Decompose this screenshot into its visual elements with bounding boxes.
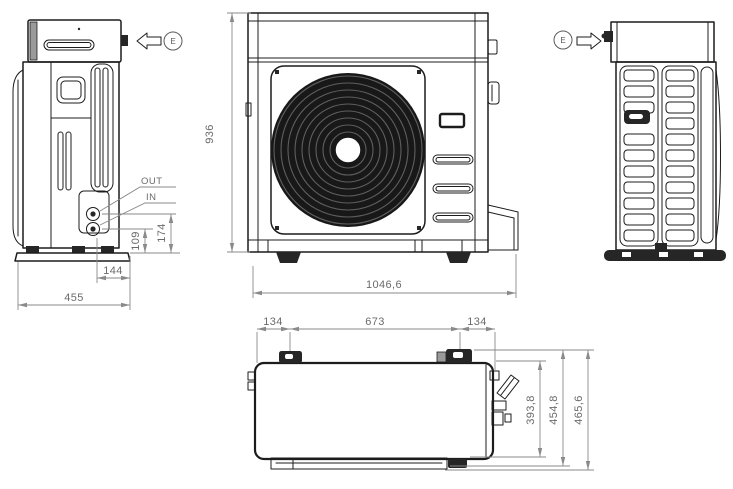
coil-curve [715,69,721,241]
clip [655,243,667,250]
mounting-foot [448,459,467,468]
view-direction-arrow-icon [576,32,602,50]
edge-clip [247,371,256,381]
pipe-stub [604,31,613,42]
left-view-dimensions: 455 144 109 174 [17,213,180,310]
dim-height: 936 [204,124,216,144]
dim-feet-depth: 454,8 [548,395,560,425]
pipe-connector-assembly [489,370,520,426]
top-cover-edge [29,21,38,61]
louver-column [661,65,699,247]
dim-pipe-offset: 144 [103,265,123,277]
fan [271,73,425,227]
port-out-label: OUT [141,176,163,187]
front-view: 936 1046,6 [204,12,519,298]
port-in-label: IN [146,192,157,203]
base-plate [14,252,131,262]
view-marker-label: E [560,36,565,45]
mounting-foot [72,246,85,253]
dim-in-height: 109 [130,231,142,251]
cabinet-body [22,61,120,249]
side-panel-curve [12,69,24,247]
coil-edge [700,66,714,244]
mounting-foot [101,246,114,253]
cabinet-front [247,12,489,253]
side-stub [121,35,128,46]
edge-clip [247,381,256,391]
top-cover [610,21,715,63]
pipe-connection-in [86,222,100,236]
dim-depth: 455 [64,292,84,304]
grip-recess [56,76,86,104]
top-view: 134 673 134 393,8 454,8 465,6 [247,316,594,471]
left-side-view: E OUT IN 455 144 109 174 [12,19,183,310]
top-handle-slot [43,39,95,51]
dim-foot-right-offset: 134 [467,316,487,328]
corner-bracket [487,204,519,251]
detail-balloon [163,31,183,51]
view-direction-arrow-icon [136,32,162,50]
left-edge-clip [245,102,252,117]
right-edge-bracket [487,81,500,105]
dim-overall-depth: 465,6 [573,395,585,425]
pipe-connection-out [86,207,100,221]
dim-body-depth: 393,8 [525,395,537,425]
right-side-view: E [553,21,726,261]
fan-hub [334,136,362,164]
dim-foot-left-offset: 134 [263,316,283,328]
dim-width: 1046,6 [366,279,402,291]
top-cover [27,19,122,63]
side-vent-slots [432,154,474,223]
right-edge-bracket [487,39,498,55]
top-view-dimensions: 134 673 134 393,8 454,8 465,6 [256,316,594,471]
dim-out-height: 174 [156,223,168,243]
mounting-foot [276,252,301,263]
louver-column [619,65,659,247]
cabinet-top-outline [253,361,495,461]
louver-slats [623,69,695,242]
coil-channel [90,63,114,193]
dim-foot-spacing: 673 [365,316,385,328]
valve-box [78,190,110,234]
rating-label [438,112,466,129]
view-marker-label: E [170,37,175,46]
base-rail [270,457,448,470]
front-view-dimensions: 936 1046,6 [204,12,517,298]
detail-balloon [553,30,573,50]
mounting-foot [446,252,471,263]
mounting-foot [26,246,39,253]
